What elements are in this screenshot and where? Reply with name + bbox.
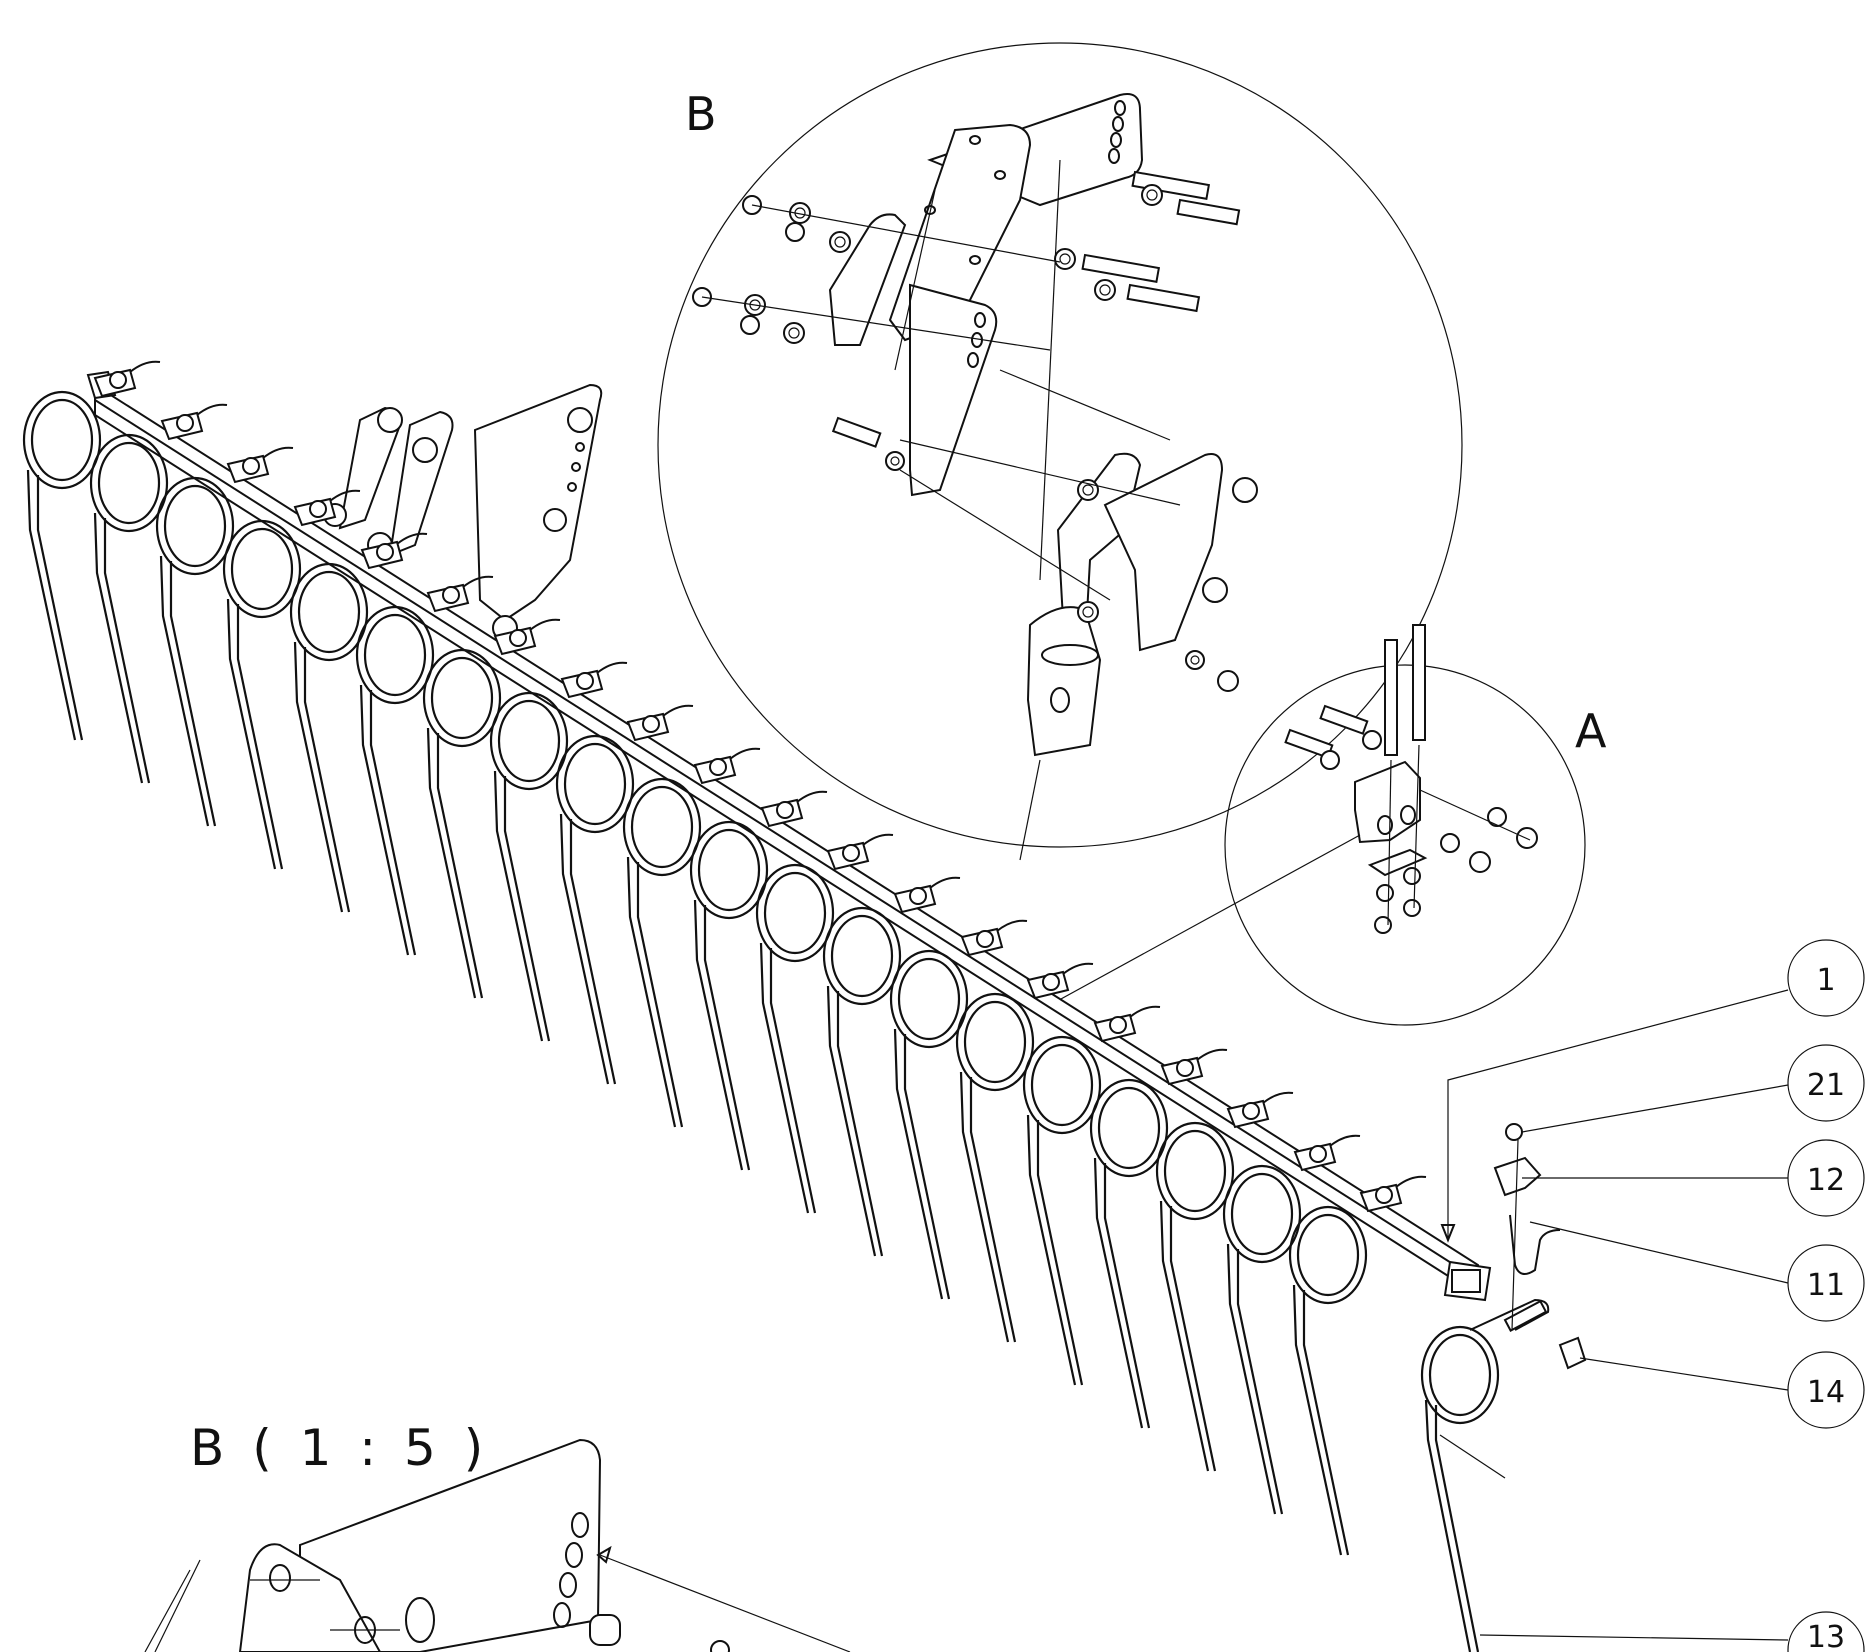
balloon-1-label: 1 [1816,963,1835,998]
balloon-21-label: 21 [1807,1068,1845,1103]
balloon-11: 11 [1787,1244,1865,1322]
balloon-1: 1 [1787,939,1865,1017]
balloon-13-label: 13 [1807,1620,1845,1652]
balloon-11-label: 11 [1807,1268,1845,1303]
detail-a-label: A [1575,704,1607,758]
balloon-13: 13 [1787,1611,1865,1652]
balloon-14: 14 [1787,1351,1865,1429]
rake-assembly [22,360,1587,1652]
section-b-title: B ( 1 : 5 ) [190,1419,489,1477]
detail-b-axes [701,159,1181,861]
detail-a-leader [1049,834,1361,1006]
clamp-plate [1493,1156,1542,1197]
detail-b-nuts [692,184,1258,692]
cap-14 [1558,1336,1587,1370]
nut-21 [1505,1123,1523,1141]
rake-tine [22,360,161,741]
exploded-tine [1420,1298,1550,1652]
detail-b-label: B [685,87,717,141]
detail-b-view: B [657,42,1463,861]
detail-b-bolts [831,170,1241,448]
balloon-12-label: 12 [1807,1163,1845,1198]
section-b-view: B ( 1 : 5 ) [144,1419,851,1652]
hook-part [1509,1214,1561,1275]
rake-tines [22,360,1428,1557]
balloon-12: 12 [1787,1139,1865,1217]
balloon-21: 21 [1787,1044,1865,1122]
detail-a-view: A [1224,624,1607,1026]
balloon-callouts: 1 21 12 11 14 13 [1440,939,1865,1652]
balloon-14-label: 14 [1807,1375,1845,1410]
